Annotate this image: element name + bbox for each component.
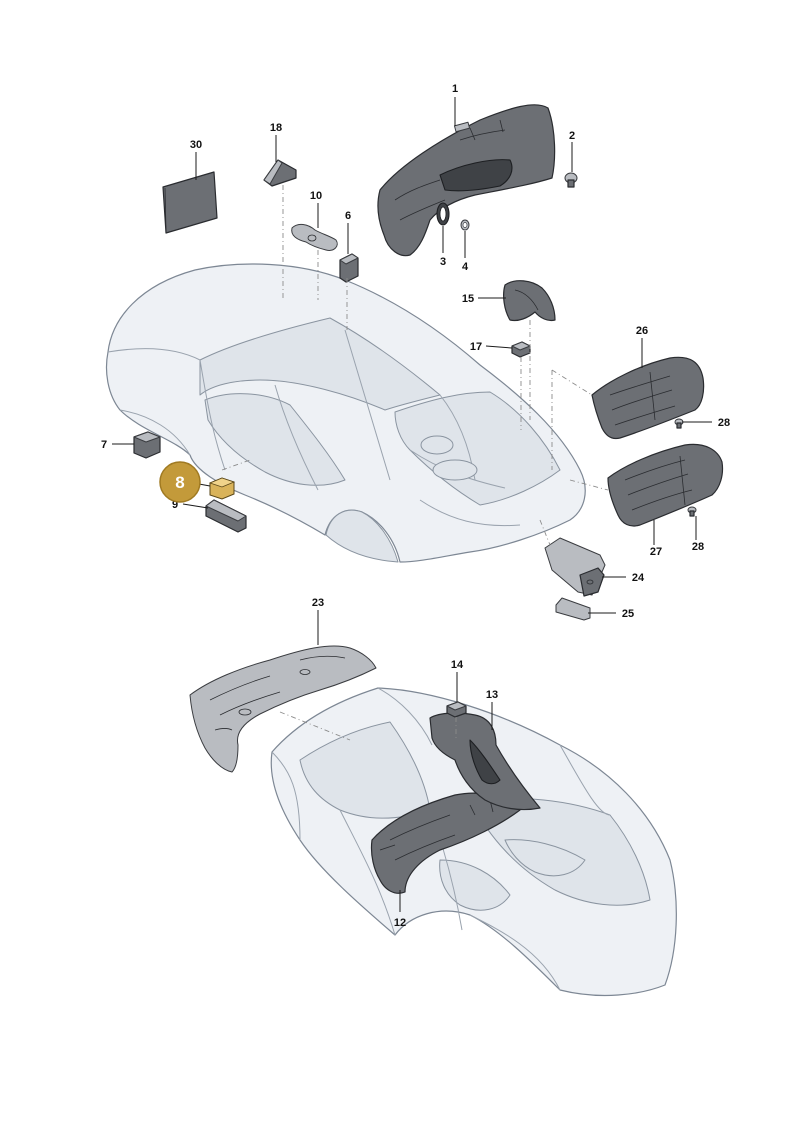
part-7-block — [133, 431, 161, 459]
callout-23[interactable]: 23 — [312, 597, 324, 609]
callout-9[interactable]: 9 — [172, 499, 178, 511]
part-23-heat-shield — [189, 645, 377, 773]
part-30-pad — [162, 171, 218, 234]
part-28-screw-b — [687, 506, 697, 517]
callout-14[interactable]: 14 — [451, 659, 464, 671]
part-2-clip — [564, 172, 578, 188]
callout-26[interactable]: 26 — [636, 325, 648, 337]
callout-24[interactable]: 24 — [632, 572, 645, 584]
callout-8[interactable]: 8 — [175, 473, 184, 492]
callout-30[interactable]: 30 — [190, 139, 202, 151]
callout-28-b[interactable]: 28 — [692, 541, 704, 553]
callout-17[interactable]: 17 — [470, 341, 482, 353]
part-17-block — [511, 341, 531, 358]
callouts: 1 2 3 4 6 7 9 10 12 13 14 15 17 18 23 24… — [101, 83, 730, 929]
part-12-floor-insulation — [370, 792, 521, 894]
part-27-panel — [607, 443, 724, 527]
part-28-screw-a — [674, 418, 684, 429]
highlight-callout-8[interactable]: 8 — [159, 461, 201, 503]
callout-25[interactable]: 25 — [622, 608, 634, 620]
part-6-block — [339, 253, 359, 283]
part-1-wheelhouse-liner — [377, 104, 556, 257]
part-3-grommet — [436, 202, 450, 226]
part-9-strip — [205, 499, 247, 533]
callout-3[interactable]: 3 — [440, 256, 446, 268]
callout-12[interactable]: 12 — [394, 917, 406, 929]
callout-15[interactable]: 15 — [462, 293, 474, 305]
callout-4[interactable]: 4 — [462, 261, 469, 273]
part-13-panel — [429, 712, 541, 811]
callout-18[interactable]: 18 — [270, 122, 282, 134]
reference-lines — [221, 185, 609, 741]
callout-2[interactable]: 2 — [569, 130, 575, 142]
callout-6[interactable]: 6 — [345, 210, 351, 222]
callout-7[interactable]: 7 — [101, 439, 107, 451]
part-24-bracket — [544, 537, 606, 597]
part-15-molded-piece — [503, 280, 556, 322]
callout-28-a[interactable]: 28 — [718, 417, 730, 429]
highlight-circle — [159, 461, 201, 503]
callout-1[interactable]: 1 — [452, 83, 458, 95]
callout-27[interactable]: 27 — [650, 546, 662, 558]
part-8-block — [208, 477, 236, 500]
part-4-ring — [460, 219, 470, 231]
car-body-upper — [105, 263, 586, 563]
car-body-lower — [270, 687, 677, 997]
part-10-bracket — [291, 223, 338, 251]
part-18-wedge — [263, 159, 297, 187]
part-25-strip — [555, 597, 591, 621]
part-14-block — [446, 701, 467, 718]
leader-lines — [112, 97, 712, 912]
callout-13[interactable]: 13 — [486, 689, 498, 701]
callout-10[interactable]: 10 — [310, 190, 322, 202]
part-26-panel — [591, 356, 705, 440]
